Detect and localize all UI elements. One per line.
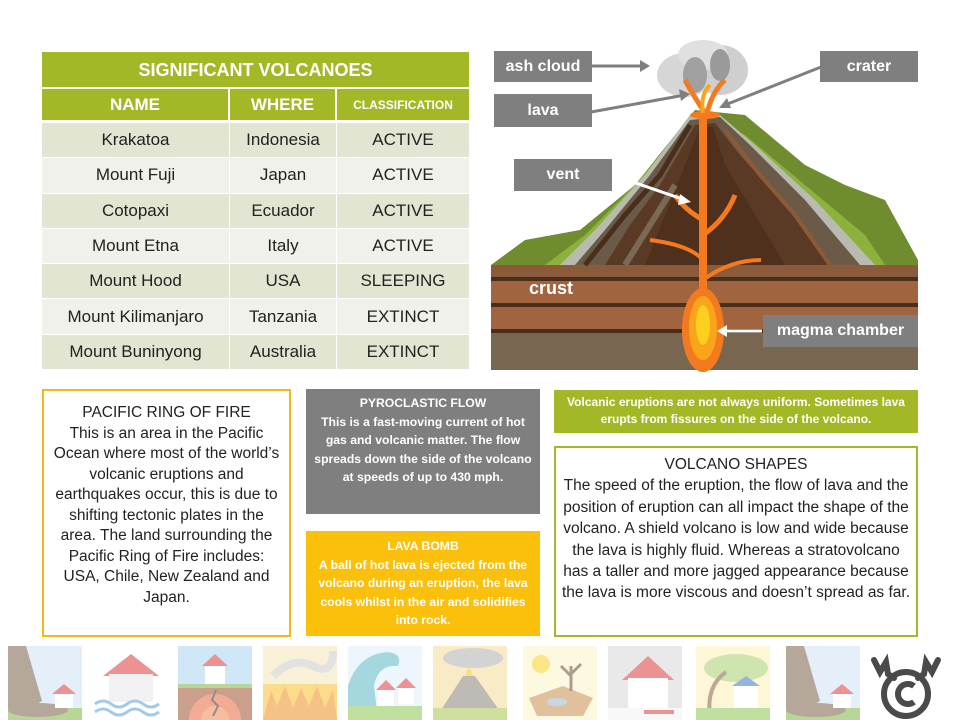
table-row: Mount Fuji Japan ACTIVE xyxy=(42,158,469,194)
label-crater: crater xyxy=(820,51,918,82)
volcano-shapes-body: The speed of the eruption, the flow of l… xyxy=(561,477,911,602)
wildfire-icon xyxy=(263,646,337,720)
fissures-box: Volcanic eruptions are not always unifor… xyxy=(554,390,918,433)
header-where: WHERE xyxy=(230,89,337,120)
volcano-shapes-title: VOLCANO SHAPES xyxy=(664,456,808,473)
fissures-body: Volcanic eruptions are not always unifor… xyxy=(567,395,905,426)
volcano-table: SIGNIFICANT VOLCANOES NAME WHERE CLASSIF… xyxy=(42,52,469,371)
table-row: Cotopaxi Ecuador ACTIVE xyxy=(42,193,469,229)
header-name: NAME xyxy=(42,89,230,120)
storm-wind-icon xyxy=(696,646,770,720)
cell-classification: EXTINCT xyxy=(366,306,440,326)
landslide-icon xyxy=(8,646,82,720)
table-row: Mount Buninyong Australia EXTINCT xyxy=(42,334,469,371)
cell-where: Australia xyxy=(230,334,337,370)
cell-name: Cotopaxi xyxy=(42,193,230,228)
pyroclastic-flow-body: This is a fast-moving current of hot gas… xyxy=(314,414,532,485)
table-row: Krakatoa Indonesia ACTIVE xyxy=(42,123,469,159)
label-lava: lava xyxy=(494,94,592,127)
cell-classification: ACTIVE xyxy=(372,130,434,150)
drought-icon xyxy=(523,646,597,720)
flood-icon xyxy=(93,646,167,720)
pyroclastic-flow-box: PYROCLASTIC FLOW This is a fast-moving c… xyxy=(306,389,540,514)
table-title: SIGNIFICANT VOLCANOES xyxy=(42,52,469,89)
table-row: Mount Etna Italy ACTIVE xyxy=(42,228,469,265)
volcano-diagram: ash cloud crater lava vent crust magma c… xyxy=(485,35,925,375)
ring-of-fire-box: PACIFIC RING OF FIRE This is an area in … xyxy=(42,389,291,637)
label-ash-cloud: ash cloud xyxy=(494,51,592,82)
moose-copyright-logo xyxy=(870,650,942,720)
cell-classification: ACTIVE xyxy=(372,236,434,256)
cell-classification: ACTIVE xyxy=(372,200,434,220)
cell-where: Ecuador xyxy=(230,193,337,228)
cell-name: Mount Kilimanjaro xyxy=(42,299,230,334)
volcano-cross-section-illustration xyxy=(491,40,918,372)
ring-of-fire-body: This is an area in the Pacific Ocean whe… xyxy=(53,424,280,606)
lava-bomb-title: LAVA BOMB xyxy=(387,539,459,553)
cell-name: Mount Etna xyxy=(42,228,230,264)
label-magma-chamber: magma chamber xyxy=(763,315,918,347)
lava-bomb-box: LAVA BOMB A ball of hot lava is ejected … xyxy=(306,531,540,636)
cell-where: USA xyxy=(230,264,337,299)
cell-name: Mount Fuji xyxy=(42,158,230,193)
table-row: Mount Kilimanjaro Tanzania EXTINCT xyxy=(42,299,469,335)
blizzard-icon xyxy=(608,646,682,720)
table-row: Mount Hood USA SLEEPING xyxy=(42,264,469,300)
cell-name: Krakatoa xyxy=(42,123,230,158)
label-vent: vent xyxy=(514,159,612,191)
ring-of-fire-title: PACIFIC RING OF FIRE xyxy=(82,404,251,421)
cell-classification: EXTINCT xyxy=(366,341,440,361)
cell-where: Italy xyxy=(230,228,337,264)
header-classification: CLASSIFICATION xyxy=(353,97,453,112)
cell-where: Tanzania xyxy=(230,299,337,334)
natural-disaster-icon-strip xyxy=(0,646,960,720)
earthquake-icon xyxy=(178,646,252,720)
cell-classification: ACTIVE xyxy=(372,165,434,185)
landslide-icon xyxy=(786,646,860,720)
cell-classification: SLEEPING xyxy=(360,271,446,291)
volcano-icon xyxy=(433,646,507,720)
label-crust: crust xyxy=(529,278,574,298)
pyroclastic-flow-title: PYROCLASTIC FLOW xyxy=(359,396,487,410)
cell-where: Indonesia xyxy=(230,123,337,158)
table-header-row: NAME WHERE CLASSIFICATION xyxy=(42,89,469,123)
lava-bomb-body: A ball of hot lava is ejected from the v… xyxy=(318,557,528,628)
cell-name: Mount Hood xyxy=(42,264,230,299)
cell-where: Japan xyxy=(230,158,337,193)
tsunami-icon xyxy=(348,646,422,720)
volcano-shapes-box: VOLCANO SHAPES The speed of the eruption… xyxy=(554,446,918,637)
cell-name: Mount Buninyong xyxy=(42,334,230,370)
